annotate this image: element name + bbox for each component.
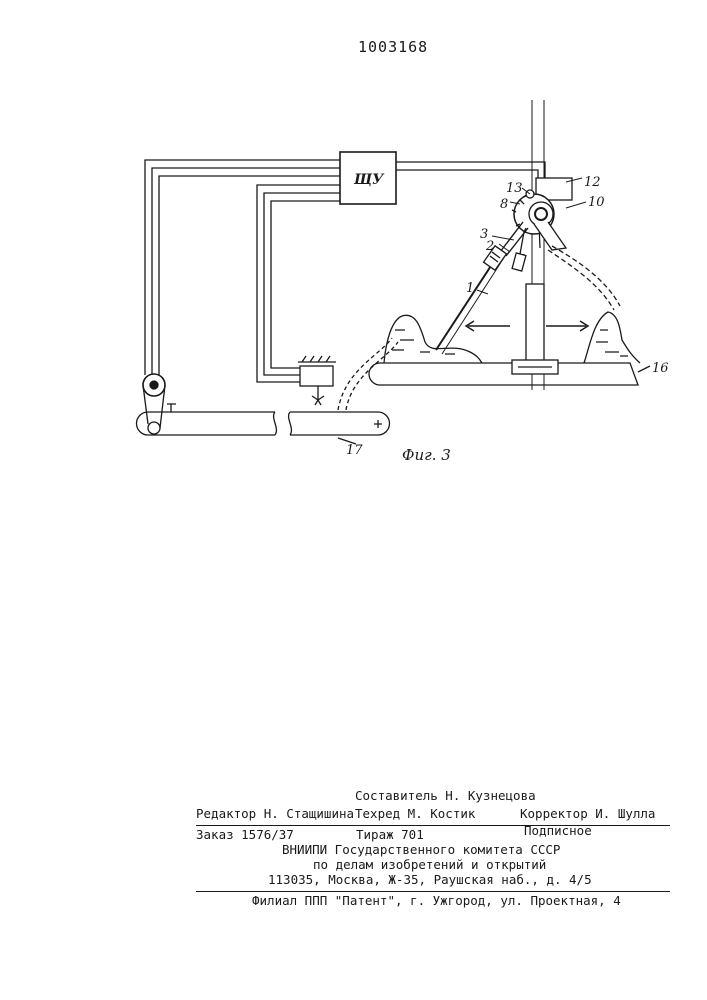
callout-1: 1 [466,281,474,296]
left-hydraulic-lines [145,160,340,375]
imprint-org-line1: ВНИИПИ Государственного комитета СССР [282,842,560,857]
material-piles [384,312,640,363]
callout-16: 16 [652,361,669,376]
imprint-editor: Редактор Н. Стащишина [196,806,354,821]
imprint-corrector: Корректор И. Шулла [520,806,655,821]
callout-13: 13 [506,181,523,196]
imprint-circulation: Тираж 701 [356,827,424,842]
swing-trajectory [548,246,620,310]
callout-17: 17 [346,443,363,458]
left-roller [143,374,165,434]
conveyor-16 [369,363,650,385]
lower-hydraulic-lines [257,185,340,382]
callout-10: 10 [588,195,605,210]
imprint-org-line2: по делам изобретений и открытий [313,857,546,872]
control-box-label: ЩУ [353,172,385,188]
callout-8: 8 [500,197,508,212]
material-stream [338,338,398,410]
imprint-branch: Филиал ППП "Патент", г. Ужгород, ул. Про… [252,893,621,908]
imprint-techred: Техред М. Костик [355,806,475,821]
leader-16 [638,366,650,372]
hopper-valve [298,356,336,405]
imprint-rule-1 [196,825,670,826]
figure-3-drawing: ЩУ 1 2 3 8 10 12 13 16 17 Фиг. 3 [0,0,707,520]
callout-12: 12 [584,175,601,190]
imprint-subscription: Подписное [524,823,592,838]
imprint-order: Заказ 1576/37 [196,827,294,842]
imprint-address: 113035, Москва, Ж-35, Раушская наб., д. … [268,872,592,887]
right-upper-lines [396,162,545,196]
conveyor-17 [137,404,390,444]
imprint-compiler: Составитель Н. Кузнецова [355,788,536,803]
figure-caption: Фиг. 3 [402,446,451,464]
imprint-rule-2 [196,891,670,892]
callout-3: 3 [480,227,488,242]
